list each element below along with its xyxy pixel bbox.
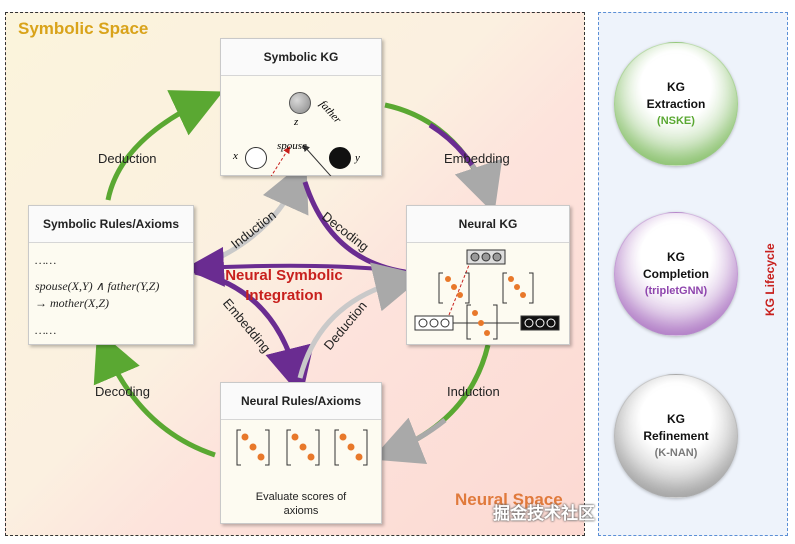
center-label-line-1: Neural Symbolic (225, 267, 343, 284)
axiom-score-matrices (236, 429, 368, 466)
stage-kg-label: KG (667, 80, 685, 94)
kg-completion-circle: KG Completion (tripletGNN) (614, 212, 738, 336)
neural-kg-box: Neural KG (406, 205, 570, 345)
decoding-label-left: Decoding (95, 384, 150, 399)
neural-space-label: Neural Space (455, 490, 563, 509)
decoding-arrow-left (93, 329, 216, 458)
node-z-label: z (294, 116, 299, 128)
kg-extraction-circle: KG Extraction (NSKE) (614, 42, 738, 166)
symbolic-rules-box: Symbolic Rules/Axioms …… spouse(X,Y) ∧ f… (28, 205, 194, 345)
deduction-label-left: Deduction (98, 151, 157, 166)
rules-ellipsis-top: …… (35, 253, 57, 267)
induction-label-right: Induction (447, 384, 500, 399)
stage-name: Refinement (643, 429, 709, 443)
symbolic-space-label: Symbolic Space (18, 19, 149, 38)
rules-ellipsis-bottom: …… (35, 323, 57, 337)
center-label-line-2: Integration (245, 287, 323, 304)
neural-kg-body (407, 243, 569, 344)
kg-lifecycle-label: KG Lifecycle (763, 243, 777, 316)
stage-kg-label: KG (667, 250, 685, 264)
deduction-arrow-left (105, 90, 224, 201)
neural-symbolic-integration-label: Neural Symbolic Integration (214, 266, 354, 306)
edge-spouse-label: spouse (277, 140, 307, 152)
symbolic-kg-body: z x y spouse father (221, 76, 381, 194)
neural-rules-box: Neural Rules/Axioms Evaluate scores of a… (220, 382, 382, 524)
embedding-label-top: Embedding (444, 151, 510, 166)
node-z (289, 92, 311, 114)
stage-kg-label: KG (667, 412, 685, 426)
kg-refinement-circle: KG Refinement (K-NAN) (614, 374, 738, 498)
induction-arrow-center (194, 159, 309, 271)
node-y-label: y (355, 152, 360, 164)
node-y (329, 147, 351, 169)
neural-kg-title: Neural KG (407, 206, 569, 243)
symbolic-kg-box: Symbolic KG z x y spouse father (220, 38, 382, 194)
neural-rules-body: Evaluate scores of axioms (221, 420, 381, 523)
stage-method: (K-NAN) (654, 447, 698, 459)
stage-name: Extraction (646, 97, 706, 111)
node-x (245, 147, 267, 169)
caption-line-2: axioms (283, 505, 319, 517)
stage-name: Completion (643, 267, 709, 281)
neural-kg-graph (414, 249, 560, 340)
rule-conclusion: → mother(X,Z) (35, 296, 109, 310)
symbolic-rules-body: …… spouse(X,Y) ∧ father(Y,Z) → mother(X,… (29, 243, 193, 344)
stage-method: (tripletGNN) (644, 285, 708, 297)
rule-premise: spouse(X,Y) ∧ father(Y,Z) (35, 279, 160, 293)
embedding-arrow-top (384, 102, 491, 197)
neural-rules-caption: Evaluate scores of axioms (221, 490, 381, 518)
symbolic-rules-title: Symbolic Rules/Axioms (29, 206, 193, 243)
node-x-label: x (233, 150, 238, 162)
stage-method: (NSKE) (657, 115, 695, 127)
neural-rules-title: Neural Rules/Axioms (221, 383, 381, 420)
caption-line-1: Evaluate scores of (255, 491, 347, 503)
symbolic-kg-title: Symbolic KG (221, 39, 381, 76)
deduction-arrow-center (297, 262, 425, 379)
